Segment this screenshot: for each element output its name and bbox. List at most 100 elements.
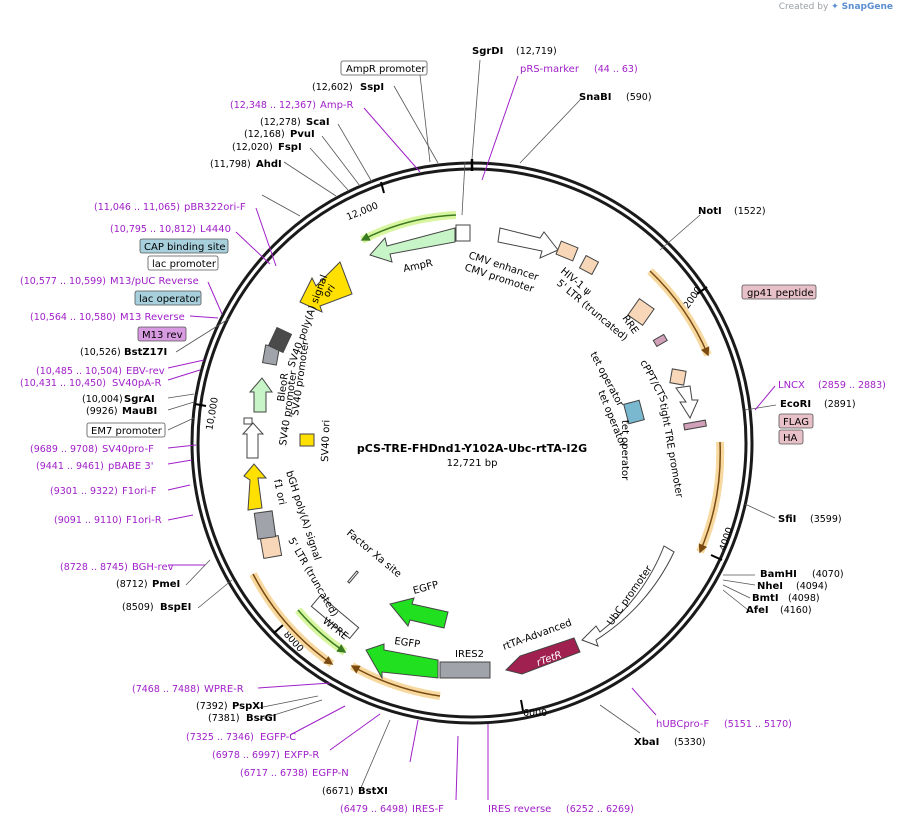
primer-bgh-rev-pos: (8728 .. 8745) [60, 562, 128, 573]
tick-label-6000: 6000 [523, 708, 547, 719]
plasmid-size: 12,721 bp [447, 458, 498, 469]
primer-ires-reverse-pos: (6252 .. 6269) [566, 804, 634, 815]
label-ubc-promoter: UbC promoter [605, 563, 655, 628]
primer-ebv-rev: EBV-rev [126, 366, 165, 377]
primer-egfp-c-pos: (7325 .. 7346) [186, 732, 254, 743]
label-factor-xa-site: Factor Xa site [344, 528, 403, 580]
egfp-1-arrow [365, 643, 439, 680]
primer-f1ori-f: F1ori-F [122, 486, 157, 497]
primer-bgh-rev: BGH-rev [132, 562, 174, 573]
label-em7-promoter: EM7 promoter [91, 426, 163, 437]
label-flag: FLAG [783, 417, 809, 428]
enzyme-bmti-pos: (4098) [788, 593, 820, 604]
enzyme-afei: AfeI [746, 605, 769, 616]
primer-f1ori-f-pos: (9301 .. 9322) [50, 486, 118, 497]
enzyme-scai-pos: (12,278) [260, 117, 301, 128]
orf-arcs [249, 211, 725, 700]
boxed-labels: AmpR promoter gp41 peptide FLAG HA CAP b… [86, 60, 817, 445]
primer-ebv-rev-pos: (10,485 .. 10,504) [36, 366, 122, 377]
enzyme-sfii: SfiI [778, 514, 796, 525]
primer-ires-reverse: IRES reverse [488, 804, 551, 815]
label-egfp-1: EGFP [394, 636, 421, 650]
label-f1-ori: f1 ori [271, 478, 287, 506]
primer-sv40pro-f-pos: (9689 .. 9708) [30, 444, 98, 455]
enzyme-noti-pos: (1522) [734, 206, 766, 217]
feature-shapes [241, 224, 707, 680]
enzyme-bstz17i: BstZ17I [124, 347, 167, 358]
primer-pbabe-pos: (9441 .. 9461) [36, 461, 104, 472]
enzyme-pmei: PmeI [152, 579, 180, 590]
enzyme-pmei-pos: (8712) [116, 579, 148, 590]
enzyme-bsrgi: BsrGI [246, 713, 276, 724]
enzyme-pspxi: PspXI [232, 701, 264, 712]
primer-f1ori-r-pos: (9091 .. 9110) [54, 515, 122, 526]
primer-pbr322ori-f: pBR322ori-F [184, 202, 246, 213]
enzyme-nhei: NheI [757, 581, 783, 592]
enzyme-ahdi-pos: (11,798) [210, 159, 251, 170]
sv40-promoter-arrow [241, 422, 265, 459]
snapgene-logo-icon: ✦ [831, 2, 839, 12]
primer-sv40pa-r-pos: (10,431 .. 10,450) [20, 378, 106, 389]
label-cppt-cts: cPPT/CTS [637, 358, 669, 404]
primer-l4440-pos: (10,795 .. 10,812) [110, 224, 196, 235]
enzyme-sgrai-pos: (10,004) [82, 394, 123, 405]
enzyme-bstxi-pos: (6671) [322, 786, 354, 797]
ori-arrow [299, 261, 353, 313]
enzyme-sspi: SspI [360, 82, 384, 93]
primer-prs-marker: pRS-marker [520, 64, 580, 75]
primer-ires-f: IRES-F [412, 804, 444, 815]
primer-l4440: L4440 [200, 224, 231, 235]
enzyme-sfii-pos: (3599) [810, 514, 842, 525]
enzyme-maubi-pos: (9926) [86, 406, 118, 417]
enzyme-bstz17i-pos: (10,526) [80, 347, 121, 358]
snapgene-credit: Created by ✦ SnapGene [779, 2, 893, 12]
label-m13-rev: M13 rev [142, 330, 183, 341]
enzyme-pvui: PvuI [290, 129, 315, 140]
enzyme-noti: NotI [698, 206, 722, 217]
tick-marks [194, 181, 723, 712]
label-ampr: AmpR [402, 258, 434, 275]
ampr-arrow [369, 227, 456, 263]
enzyme-bmti: BmtI [752, 593, 779, 604]
enzyme-bspei: BspEI [160, 602, 191, 613]
primer-lines [167, 75, 776, 801]
enzyme-bamhi: BamHI [760, 569, 797, 580]
label-egfp-2: EGFP [412, 580, 440, 597]
rtetr-arrow [505, 637, 581, 675]
primer-egfp-c: EGFP-C [260, 732, 296, 743]
enzyme-bsrgi-pos: (7381) [208, 713, 240, 724]
tight-tre-arrow [675, 385, 699, 420]
label-ires2: IRES2 [455, 649, 484, 660]
primer-sv40pro-f: SV40pro-F [102, 444, 154, 455]
primer-hubcpro-f: hUBCpro-F [656, 719, 709, 730]
primer-amp-r-pos: (12,348 .. 12,367) [230, 100, 316, 111]
enzyme-xbai-pos: (5330) [674, 737, 706, 748]
enzyme-bamhi-pos: (4070) [812, 569, 844, 580]
enzyme-sgrdi-pos: (12,719) [516, 46, 557, 57]
enzyme-snabi-pos: (590) [626, 92, 652, 103]
primer-pbr322ori-f-pos: (11,046 .. 11,065) [94, 202, 180, 213]
label-cap-binding-site: CAP binding site [144, 242, 226, 253]
primer-prs-marker-pos: (44 .. 63) [594, 64, 638, 75]
label-bleor: BleoR [276, 372, 291, 402]
ubc-arrow [581, 545, 675, 647]
label-ampr-promoter: AmpR promoter [346, 64, 426, 75]
primer-m13-puc-reverse: M13/pUC Reverse [110, 276, 199, 287]
primer-pbabe: pBABE 3' [108, 461, 154, 472]
credit-prefix: Created by [778, 2, 829, 12]
primer-egfp-n: EGFP-N [312, 768, 349, 779]
enzyme-ecori: EcoRI [780, 399, 811, 410]
label-sv40-ori: SV40 ori [320, 420, 332, 462]
cmv-arrow [497, 227, 559, 259]
enzyme-bspei-pos: (8509) [122, 602, 154, 613]
label-tight-tre-promoter: tight TRE promoter [657, 403, 685, 500]
enzyme-pspxi-pos: (7392) [196, 701, 228, 712]
enzyme-afei-pos: (4160) [780, 605, 812, 616]
tick-label-12000: 12,000 [345, 200, 380, 223]
label-lac-promoter: lac promoter [152, 259, 217, 270]
credit-brand: SnapGene [841, 2, 893, 12]
primer-amp-r: Amp-R [320, 100, 354, 111]
enzyme-nhei-pos: (4094) [796, 581, 828, 592]
tick-label-10000: 10,000 [204, 396, 221, 431]
bleor-arrow [248, 377, 273, 413]
